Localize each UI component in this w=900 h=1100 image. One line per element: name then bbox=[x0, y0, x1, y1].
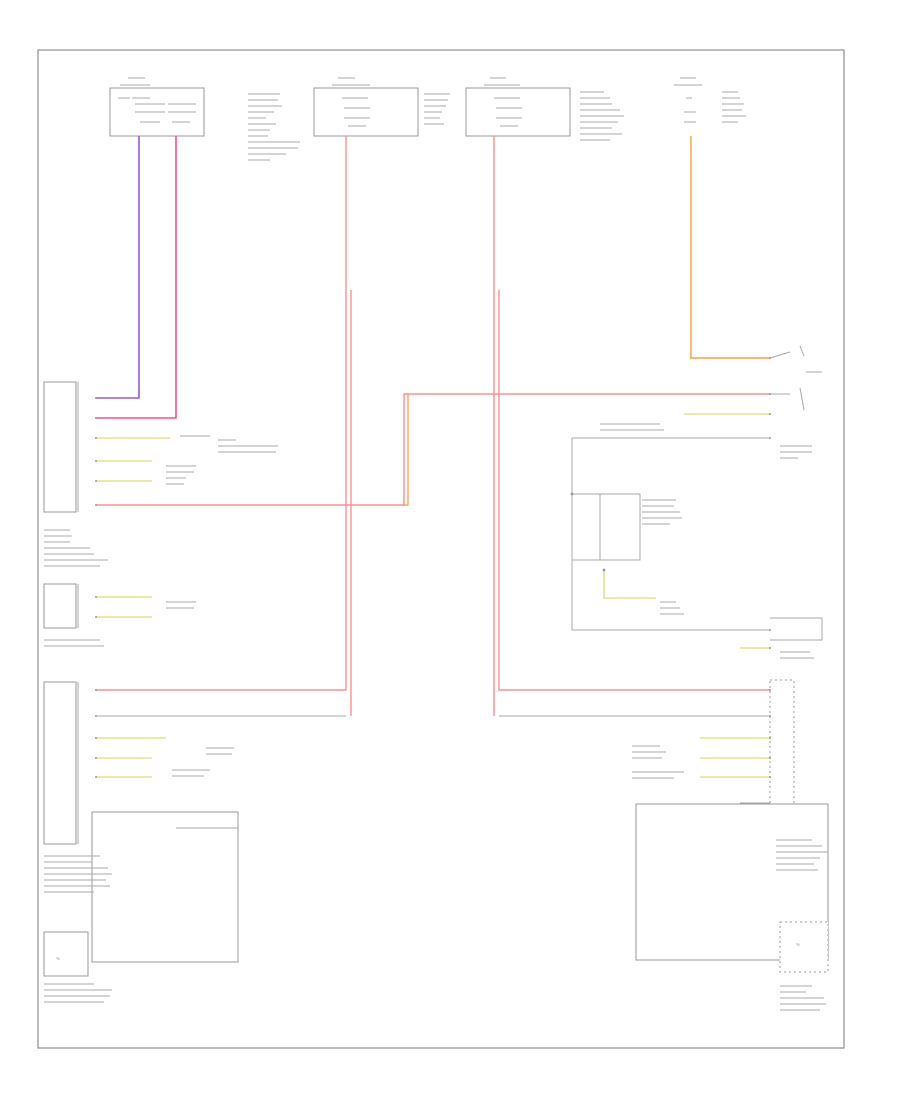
left-module-3 bbox=[43, 681, 239, 963]
left-module-1-notes bbox=[166, 435, 278, 485]
wire-red-a bbox=[96, 136, 347, 691]
diagram-border bbox=[37, 49, 845, 1049]
wire-orange-cross bbox=[404, 394, 409, 506]
right-switch bbox=[769, 345, 822, 411]
left-sensor: % bbox=[43, 931, 112, 1003]
left-module-2 bbox=[43, 583, 196, 647]
connector-pins bbox=[95, 357, 771, 778]
fuse-panel-3 bbox=[465, 77, 624, 141]
wires-yellow bbox=[96, 413, 770, 778]
wire-violet bbox=[96, 136, 140, 399]
wires-gray bbox=[96, 437, 823, 961]
wire-pink bbox=[96, 136, 177, 419]
fuse-panel-1 bbox=[109, 77, 205, 137]
right-connector-labels bbox=[600, 423, 814, 659]
wire-red-cross bbox=[96, 393, 770, 506]
svg-text:%: % bbox=[56, 956, 60, 961]
right-sensor: % bbox=[779, 921, 829, 1011]
svg-text:%: % bbox=[796, 942, 800, 947]
fuse-panel-4 bbox=[674, 77, 746, 123]
wire-red-d bbox=[498, 290, 770, 691]
fuse-panel-1-label bbox=[248, 93, 300, 161]
wire-orange bbox=[690, 136, 770, 359]
left-module-1 bbox=[43, 381, 108, 567]
fuse-panel-2 bbox=[313, 77, 450, 137]
right-module-3 bbox=[632, 679, 829, 961]
